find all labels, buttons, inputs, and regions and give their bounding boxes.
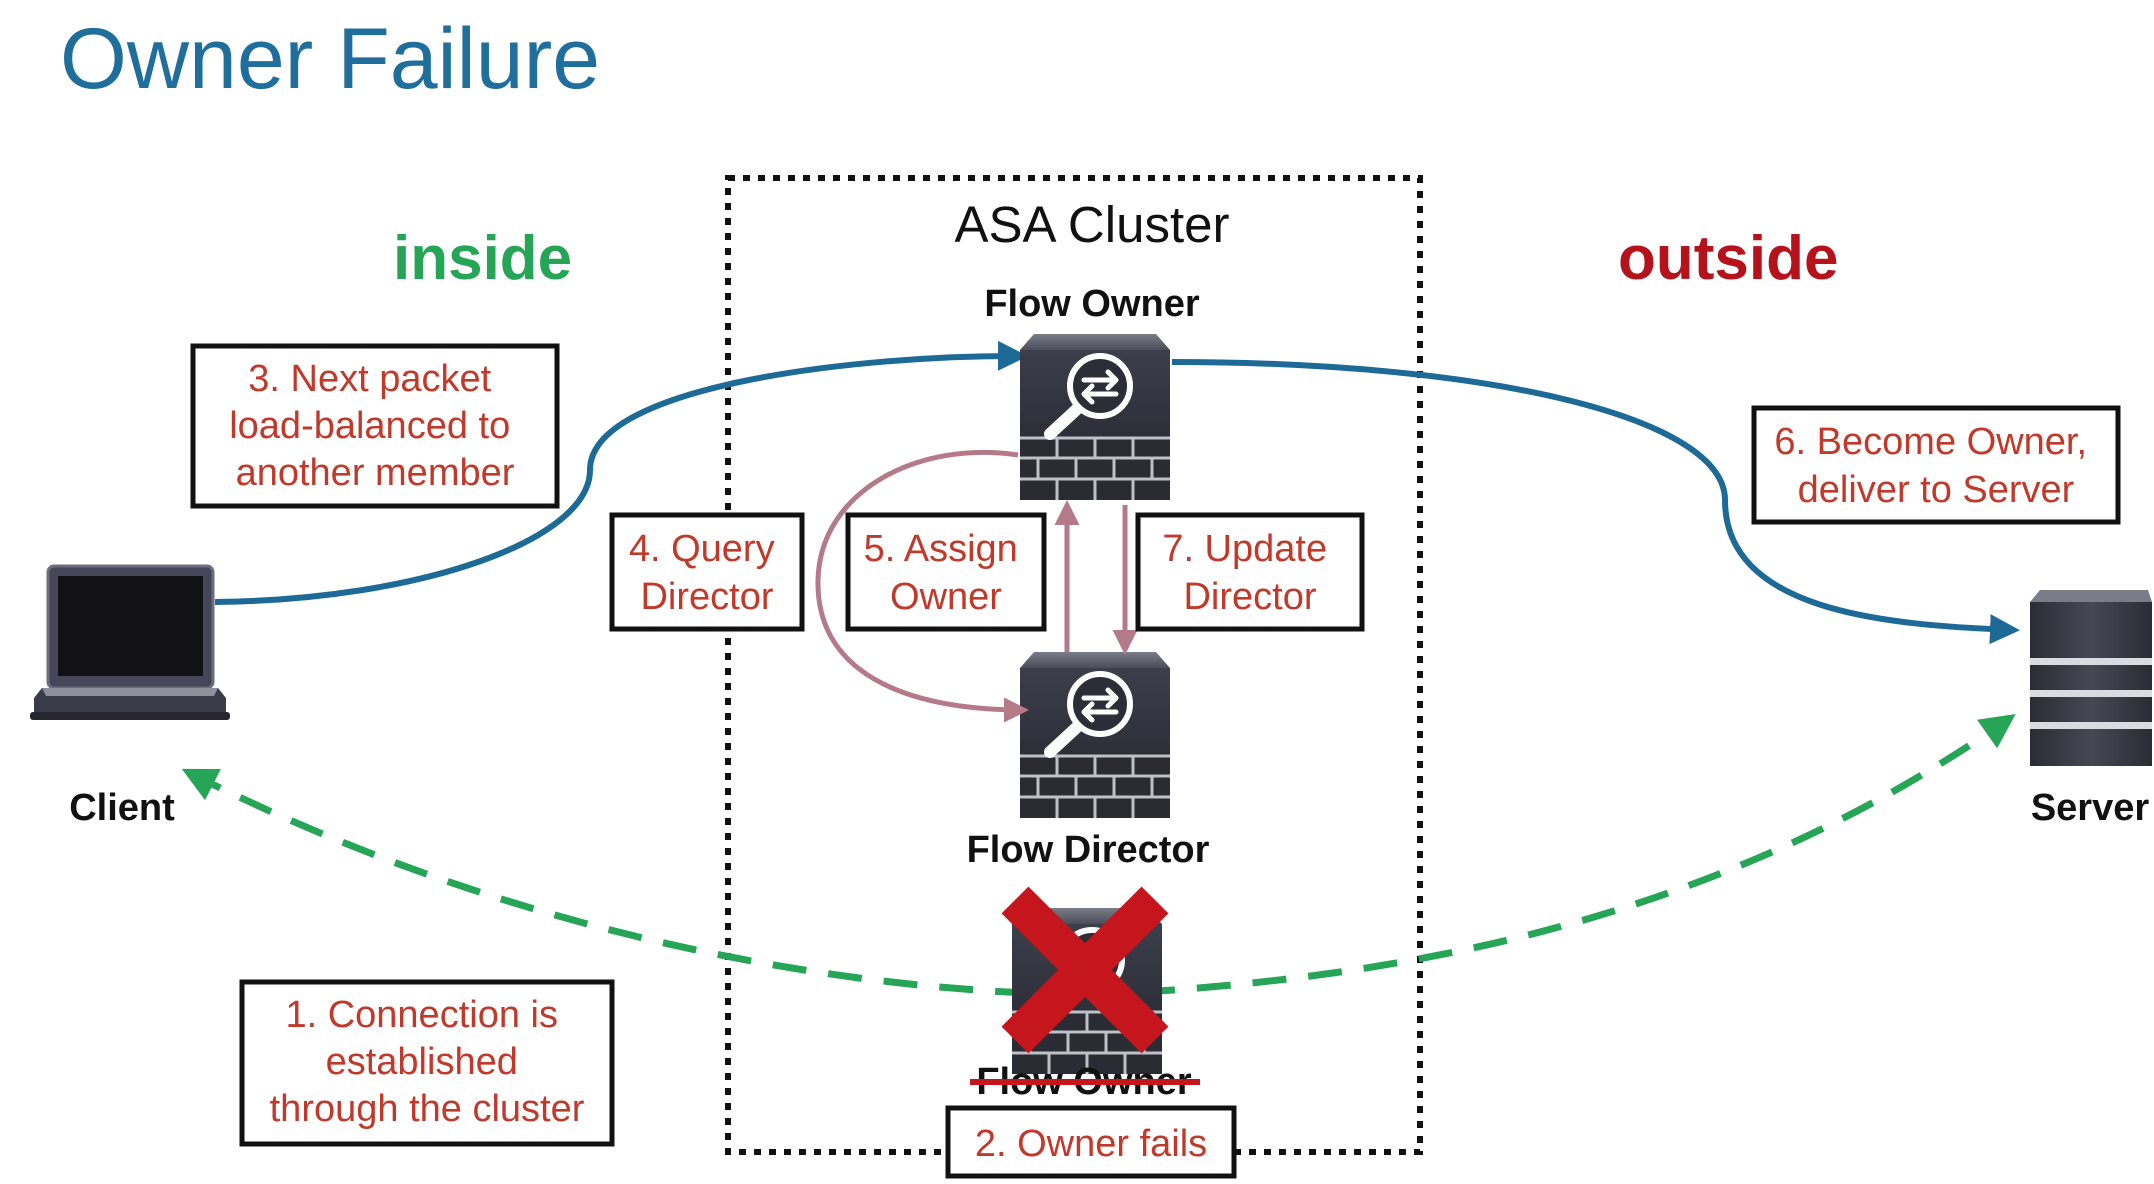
step-3-line-3: another member (236, 452, 515, 494)
step-6-line-1: 6. Become Owner, (1774, 421, 2087, 463)
svg-text:4. Query Director: 4. Query Director (629, 528, 785, 618)
red-x-icon (1001, 886, 1169, 1054)
svg-text:6. Become Owner, deliver: 6. Become Owner, deliver to Server (1774, 421, 2097, 511)
query-director-arrow (815, 449, 1029, 723)
zone-inside-label: inside (393, 224, 572, 293)
step-5-callout: 5. Assign Owner (845, 512, 1047, 632)
flow-owner-label: Flow Owner (984, 283, 1200, 325)
step-7-callout: 7. Update Director (1135, 512, 1365, 632)
cluster-title: ASA Cluster (955, 196, 1230, 253)
zone-outside-label: outside (1618, 224, 1838, 293)
flow-director-firewall-icon (1020, 652, 1170, 818)
step-6-line-2: deliver to Server (1798, 469, 2075, 511)
established-connection-right-dashed-arrow (1084, 713, 2016, 999)
step-1-line-2: established (326, 1041, 518, 1083)
client-to-owner-flow-arrow (214, 340, 1028, 605)
server-label: Server (2031, 787, 2150, 829)
step-5-line-1: 5. Assign (864, 528, 1018, 570)
client-label: Client (69, 787, 175, 829)
step-4-line-1: 4. Query (629, 528, 775, 570)
svg-text:5. Assign Owner: 5. Assign Owner (864, 528, 1029, 618)
flow-owner-firewall-icon (1020, 334, 1170, 500)
svg-text:7. Update Director: 7. Update Director (1162, 528, 1337, 618)
step-7-line-1: 7. Update (1162, 528, 1327, 570)
step-4-line-2: Director (640, 576, 773, 618)
step-6-callout: 6. Become Owner, deliver to Server (1751, 405, 2121, 525)
svg-text:2. Owner fails: 2. Owner fails (975, 1123, 1207, 1165)
step-3-callout: 3. Next packet load-balanced to another … (190, 343, 560, 509)
laptop-icon (30, 564, 230, 720)
step-3-line-2: load-balanced to (229, 405, 510, 447)
flow-director-label: Flow Director (967, 829, 1210, 871)
step-2-line-1: 2. Owner fails (975, 1123, 1207, 1165)
step-4-callout: 4. Query Director (609, 512, 805, 632)
step-1-line-3: through the cluster (270, 1088, 585, 1130)
step-2-callout: 2. Owner fails (945, 1105, 1237, 1179)
step-5-line-2: Owner (890, 576, 1002, 618)
svg-text:1. Connection is establi: 1. Connection is established through the… (270, 994, 585, 1130)
step-7-line-2: Director (1183, 576, 1316, 618)
svg-text:3. Next packet load-bala: 3. Next packet load-balanced to another … (229, 358, 521, 494)
owner-to-server-flow-arrow (1171, 359, 2020, 645)
established-connection-left-dashed-arrow (181, 768, 1086, 999)
step-1-line-1: 1. Connection is (285, 994, 558, 1036)
server-icon (2030, 590, 2152, 766)
step-3-line-1: 3. Next packet (248, 358, 491, 400)
page-title: Owner Failure (60, 11, 600, 107)
step-1-callout: 1. Connection is established through the… (239, 979, 615, 1147)
